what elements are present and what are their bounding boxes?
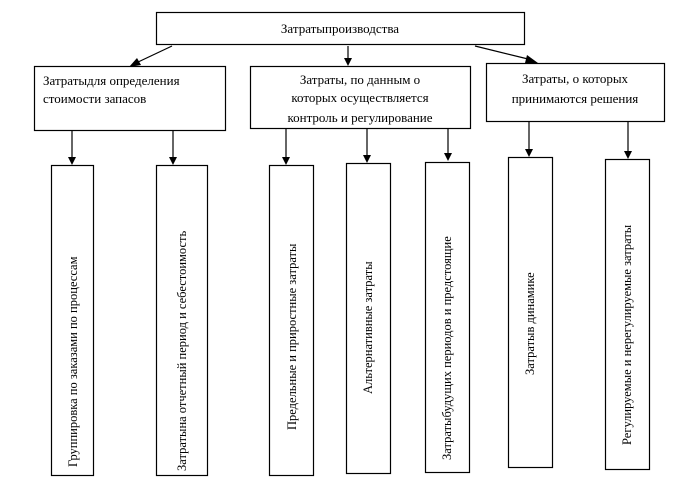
category-2-label-line-2: которых осуществляется [291, 90, 428, 105]
category-2-label-line-1: Затраты, по данным о [300, 72, 420, 87]
leaf-1-1-label: Группировка по заказами по процессам [66, 256, 80, 467]
leaf-node-2-1: Предельные и приростные затраты [268, 164, 315, 477]
category-node-2: Затраты, по данным о которых осуществляе… [249, 65, 472, 130]
leaf-node-3-2: Затратыв динамике [507, 156, 554, 469]
arrowhead-icon [169, 157, 177, 165]
root-node-label: Затратыпроизводства [281, 21, 399, 36]
leaf-2-1-label: Предельные и приростные затраты [285, 243, 299, 430]
arrowhead-icon [363, 155, 371, 163]
root-connectors [129, 45, 538, 67]
category-node-1: Затратыдля определения стоимости запасов [33, 65, 227, 132]
arrowhead-icon [525, 55, 538, 63]
leaf-3-2-label: Регулируемые и нерегулируемые затраты [620, 224, 634, 445]
category-3-label-line-1: Затраты, о которых [522, 71, 629, 86]
leaf-2-3-label: Затратыбудущих периодов и предстоящие [440, 236, 454, 460]
leaf-node-1-2: Затратына отчетный период и себестоимост… [155, 164, 209, 477]
arrowhead-icon [525, 149, 533, 157]
category-1-label-line-1: Затратыдля определения [43, 73, 180, 88]
connector-root-cat1 [135, 45, 173, 64]
arrowhead-icon [282, 157, 290, 165]
category-1-label-line-2: стоимости запасов [43, 91, 146, 106]
leaf-1-2-label: Затратына отчетный период и себестоимост… [175, 231, 189, 471]
leaf-node-1-1: Группировка по заказами по процессам [50, 164, 95, 477]
arrowhead-icon [68, 157, 76, 165]
connector-root-cat3 [474, 45, 529, 60]
leaf-node-2-2: Альтернативные затраты [345, 162, 392, 475]
category-2-label-line-3: контроль и регулирование [287, 110, 432, 125]
leaf-3-1-label: Затратыв динамике [523, 272, 537, 375]
leaf-connectors [68, 122, 632, 165]
leaf-2-2-label: Альтернативные затраты [361, 261, 375, 394]
category-3-label-line-2: принимаются решения [512, 91, 639, 106]
arrowhead-icon [624, 151, 632, 159]
category-node-3: Затраты, о которых принимаются решения [485, 62, 666, 123]
leaf-node-3-3: Регулируемые и нерегулируемые затраты [604, 158, 651, 471]
arrowhead-icon [129, 58, 141, 67]
root-node: Затратыпроизводства [155, 11, 526, 46]
arrowhead-icon [344, 58, 352, 66]
leaf-node-3-1: Затратыбудущих периодов и предстоящие [424, 161, 471, 474]
arrowhead-icon [444, 153, 452, 161]
